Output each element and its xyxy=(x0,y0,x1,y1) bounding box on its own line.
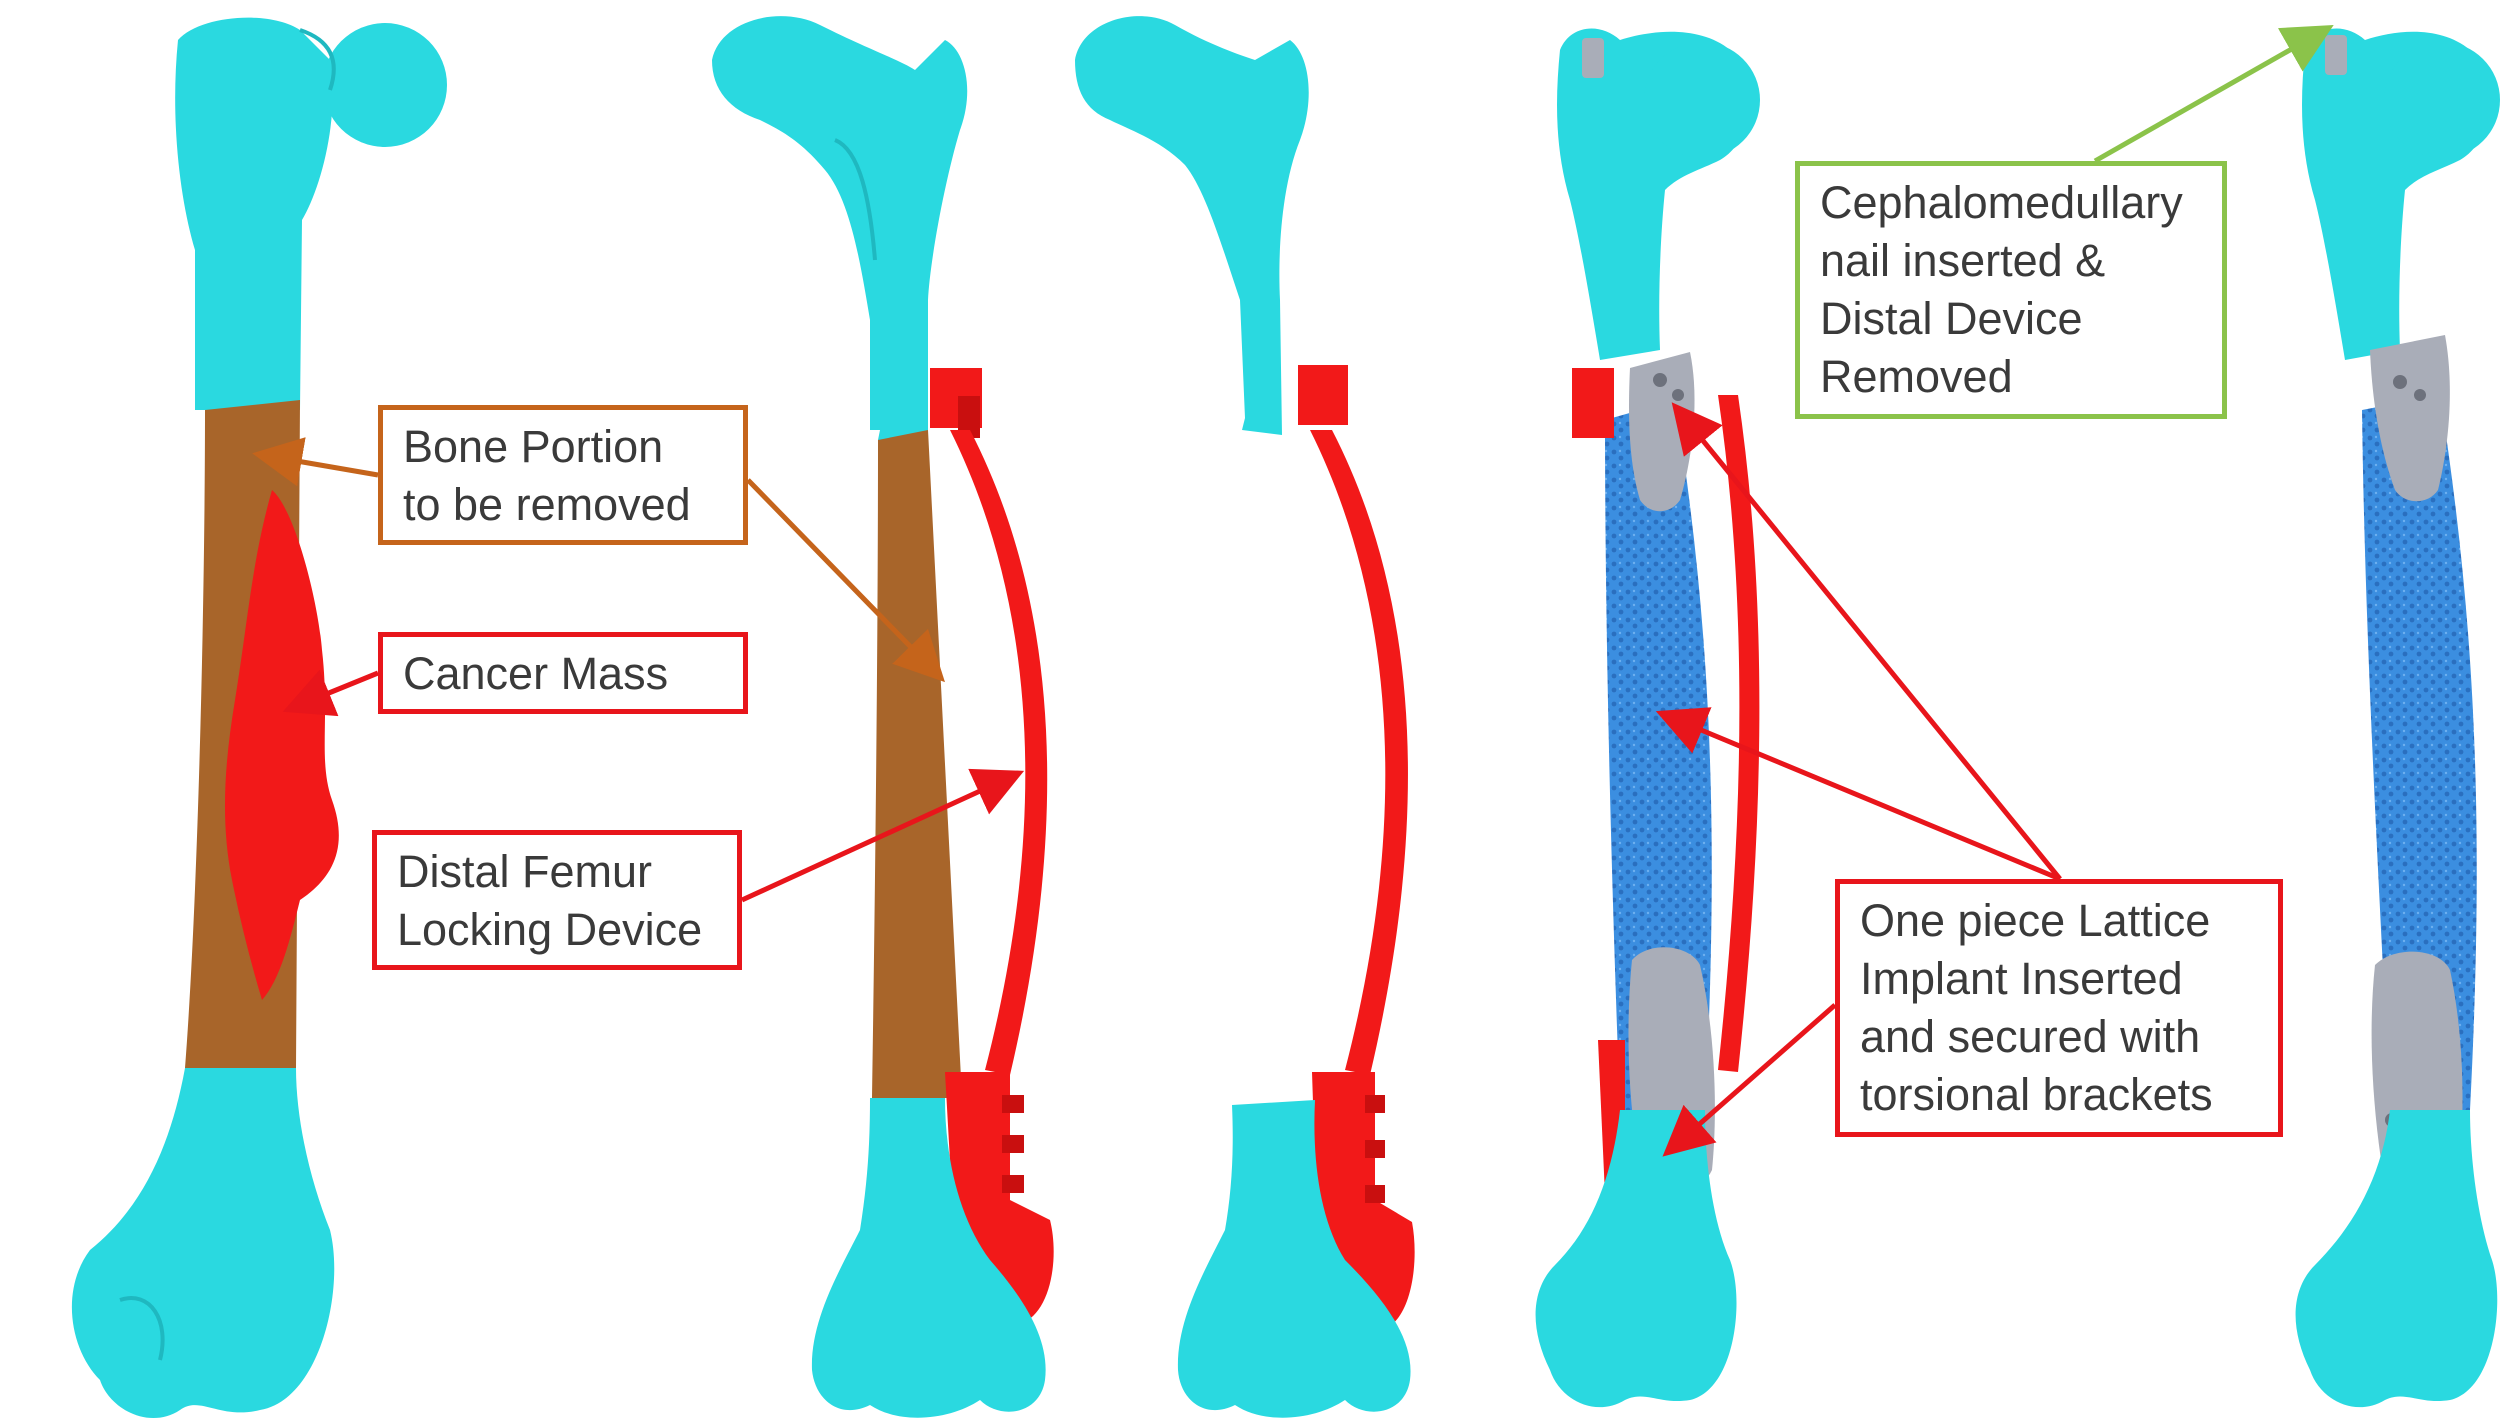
label-lattice-implant-line-4: torsional brackets xyxy=(1860,1069,2213,1120)
label-bone-portion: Bone Portion to be removed xyxy=(378,405,748,545)
label-cephalomedullary-line-2: nail inserted & xyxy=(1820,235,2106,286)
label-lattice-implant: One piece Lattice Implant Inserted and s… xyxy=(1835,879,2283,1137)
femur-2 xyxy=(712,16,1054,1418)
arrow-lattice-to-bracket-proximal xyxy=(1671,402,2062,881)
femur-2-distal-end xyxy=(811,1098,1046,1418)
femur-3-head xyxy=(1075,16,1309,435)
arrow-bone-portion-left xyxy=(252,437,379,487)
label-cancer-mass-line-1: Cancer Mass xyxy=(403,648,669,699)
label-lattice-implant-line-1: One piece Lattice xyxy=(1860,895,2211,946)
label-distal-device: Distal Femur Locking Device xyxy=(372,830,742,970)
label-distal-device-line-1: Distal Femur xyxy=(397,846,653,897)
femur-1-distal-end xyxy=(71,1068,335,1419)
label-lattice-implant-line-3: and secured with xyxy=(1860,1011,2201,1062)
label-cephalomedullary-line-3: Distal Device xyxy=(1820,293,2083,344)
femur-1-tumor-mass xyxy=(224,490,339,1000)
femur-1-head xyxy=(175,17,447,410)
femur-2-resection-segment xyxy=(872,430,962,1098)
label-distal-device-line-2: Locking Device xyxy=(397,904,703,955)
femur-4-distal-device xyxy=(1572,368,1760,1195)
arrow-cephalomedullary xyxy=(2093,25,2334,164)
femur-5-lattice-implant xyxy=(2362,395,2477,1110)
arrow-distal-device xyxy=(740,768,1025,903)
arrow-lattice-to-bracket-distal xyxy=(1662,1003,1837,1157)
label-cephalomedullary-line-4: Removed xyxy=(1820,351,2013,402)
femur-2-head xyxy=(712,16,968,440)
label-bone-portion-line-2: to be removed xyxy=(403,479,691,530)
arrows xyxy=(252,25,2334,1157)
label-cephalomedullary-line-1: Cephalomedullary xyxy=(1820,177,2183,228)
arrow-bone-portion-right xyxy=(746,478,945,683)
femur-5-nail-top-icon xyxy=(2325,35,2347,75)
femur-3-distal-end xyxy=(1177,1100,1411,1418)
label-lattice-implant-line-2: Implant Inserted xyxy=(1860,953,2183,1004)
femur-4-nail-top-icon xyxy=(1582,38,1604,78)
label-cephalomedullary: Cephalomedullary nail inserted & Distal … xyxy=(1795,161,2227,419)
femur-4-lattice-implant xyxy=(1605,400,1712,1110)
femur-4 xyxy=(1535,28,1760,1408)
label-cancer-mass: Cancer Mass xyxy=(378,632,748,714)
femur-5-head xyxy=(2302,28,2500,361)
femur-5-bracket-proximal xyxy=(2370,335,2450,502)
femur-3 xyxy=(1075,16,1415,1418)
femur-5-distal-end xyxy=(2295,1110,2498,1408)
femur-4-bracket-proximal xyxy=(1629,352,1695,512)
femur-1 xyxy=(71,17,447,1419)
femur-4-distal-end xyxy=(1535,1110,1737,1408)
label-bone-portion-line-1: Bone Portion xyxy=(403,421,664,472)
arrow-cancer-mass xyxy=(282,669,379,717)
femur-5 xyxy=(2295,28,2500,1408)
arrow-lattice-to-implant xyxy=(1655,707,2061,882)
femur-4-head xyxy=(1557,28,1760,361)
